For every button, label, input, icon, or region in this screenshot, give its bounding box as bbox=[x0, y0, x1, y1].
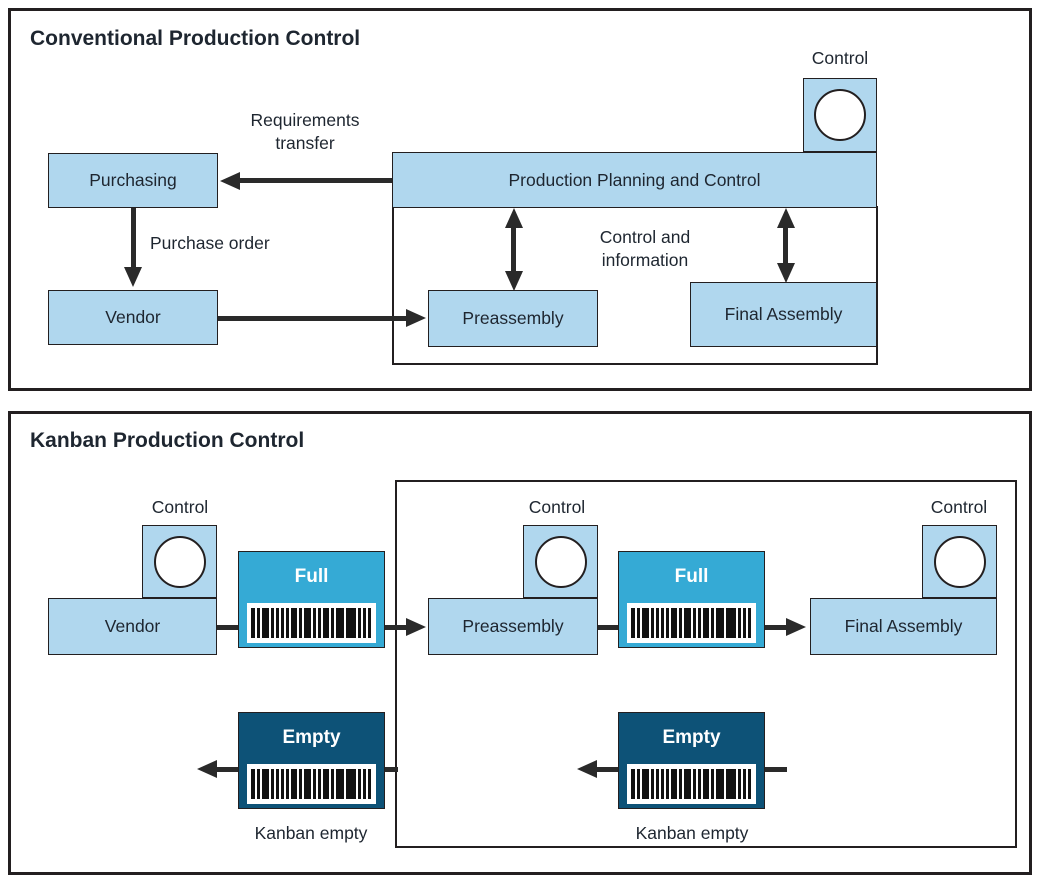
empty2-connector-stub-line bbox=[765, 766, 787, 772]
final-assembly-box-conventional: Final Assembly bbox=[690, 282, 877, 347]
empty1-return-arrow-line bbox=[217, 766, 238, 772]
control-circle-icon bbox=[933, 535, 986, 588]
full2-final-assembly-arrowhead-icon bbox=[786, 618, 806, 636]
barcode-icon bbox=[627, 603, 756, 643]
preassembly-box-conventional: Preassembly bbox=[428, 290, 598, 347]
full1-preassembly-arrow-line bbox=[385, 624, 407, 630]
ppc-preassembly-double-arrow-line bbox=[510, 226, 516, 272]
requirements-transfer-label: Requirements transfer bbox=[250, 110, 360, 153]
kanban-empty-label-1: Kanban empty bbox=[254, 823, 368, 843]
preassembly-box-label: Preassembly bbox=[462, 308, 564, 328]
purchase-order-arrowhead-icon bbox=[124, 267, 142, 287]
control-station-box-preassembly bbox=[523, 525, 598, 598]
kanban-empty-card-label: Empty bbox=[662, 727, 721, 748]
kanban-panel-title: Kanban Production Control bbox=[30, 429, 305, 452]
purchase-order-arrow-line bbox=[130, 208, 136, 268]
kanban-empty-card-1: Empty bbox=[238, 712, 385, 809]
purchase-order-label: Purchase order bbox=[150, 233, 270, 253]
vendor-box-label: Vendor bbox=[105, 307, 161, 327]
ppc-box: Production Planning and Control bbox=[392, 152, 877, 208]
barcode-icon bbox=[247, 764, 376, 804]
purchasing-box-label: Purchasing bbox=[89, 170, 177, 190]
kanban-full-card-label: Full bbox=[674, 566, 709, 587]
full2-final-assembly-arrow-line bbox=[765, 624, 787, 630]
full1-preassembly-arrowhead-icon bbox=[406, 618, 426, 636]
empty1-inner-frame-connector-line bbox=[385, 766, 398, 772]
requirements-transfer-arrow-line bbox=[238, 178, 392, 183]
barcode-icon bbox=[247, 603, 376, 643]
kanban-full-card-2: Full bbox=[618, 551, 765, 648]
ppc-preassembly-arrowhead-down-icon bbox=[504, 271, 523, 291]
vendor-full1-connector-line bbox=[217, 624, 238, 630]
kanban-full-card-1: Full bbox=[238, 551, 385, 648]
kanban-full-card-label: Full bbox=[294, 566, 329, 587]
control-station-box-final-assembly bbox=[922, 525, 997, 598]
control-station-box bbox=[803, 78, 877, 152]
vendor-box-conventional: Vendor bbox=[48, 290, 218, 345]
vendor-box-label: Vendor bbox=[104, 616, 161, 636]
vendor-preassembly-arrowhead-icon bbox=[406, 309, 426, 327]
preassembly-full2-connector-line bbox=[598, 624, 618, 630]
final-assembly-box-label: Final Assembly bbox=[844, 616, 963, 636]
empty2-return-arrowhead-icon bbox=[577, 760, 597, 778]
empty1-return-arrowhead-icon bbox=[197, 760, 217, 778]
kanban-empty-card-label: Empty bbox=[282, 727, 341, 748]
ppc-final-assembly-double-arrow-line bbox=[782, 226, 788, 264]
ppc-preassembly-arrowhead-up-icon bbox=[504, 208, 523, 228]
control-label-final-assembly: Control bbox=[930, 497, 988, 517]
empty2-return-arrow-line bbox=[597, 766, 618, 772]
control-station-box-vendor bbox=[142, 525, 217, 598]
preassembly-box-label: Preassembly bbox=[462, 616, 564, 636]
kanban-empty-label-2: Kanban empty bbox=[635, 823, 749, 843]
preassembly-box-kanban: Preassembly bbox=[428, 598, 598, 655]
vendor-box-kanban: Vendor bbox=[48, 598, 217, 655]
control-information-label: Control and information bbox=[599, 227, 691, 270]
purchasing-box: Purchasing bbox=[48, 153, 218, 208]
kanban-inner-frame bbox=[395, 480, 1017, 848]
ppc-final-assembly-arrowhead-up-icon bbox=[776, 208, 795, 228]
vendor-preassembly-arrow-line bbox=[218, 315, 407, 321]
control-label-preassembly: Control bbox=[528, 497, 586, 517]
control-circle-icon bbox=[153, 535, 206, 588]
control-circle-icon bbox=[814, 89, 866, 141]
requirements-transfer-arrowhead-icon bbox=[220, 171, 240, 190]
ppc-final-assembly-arrowhead-down-icon bbox=[776, 263, 795, 283]
final-assembly-box-label: Final Assembly bbox=[724, 304, 843, 324]
kanban-empty-card-2: Empty bbox=[618, 712, 765, 809]
control-circle-icon bbox=[534, 535, 587, 588]
barcode-icon bbox=[627, 764, 756, 804]
conventional-panel-title: Conventional Production Control bbox=[30, 27, 361, 50]
ppc-box-label: Production Planning and Control bbox=[508, 169, 761, 190]
control-label-conventional: Control bbox=[811, 48, 869, 68]
final-assembly-box-kanban: Final Assembly bbox=[810, 598, 997, 655]
control-label-vendor: Control bbox=[151, 497, 209, 517]
